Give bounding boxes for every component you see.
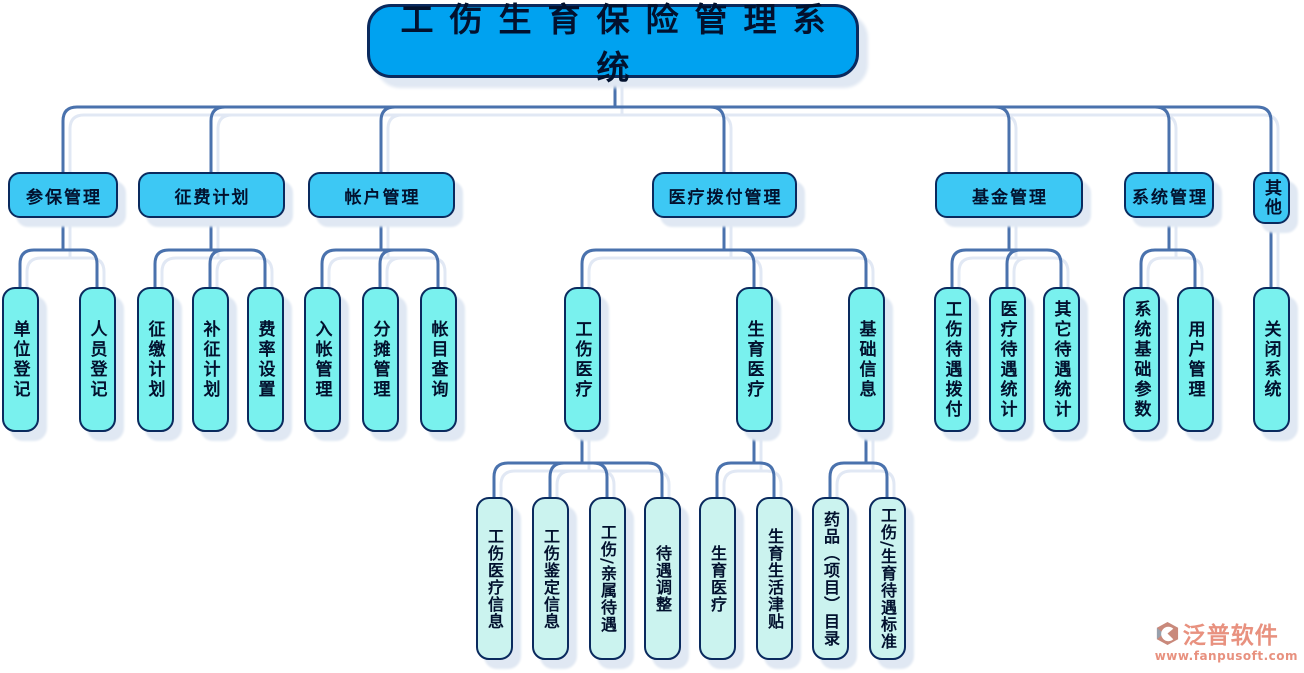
level3-node: 入帐管理 [303, 287, 341, 432]
level2-node: 医疗拨付管理 [652, 172, 797, 218]
level3-node: 人员登记 [78, 287, 116, 432]
level4-node: 生育生活津贴 [755, 497, 793, 660]
level3-node: 补征计划 [191, 287, 229, 432]
level2-node: 系统管理 [1124, 172, 1214, 218]
level3-node: 单位登记 [1, 287, 39, 432]
level2-node: 其他 [1253, 172, 1290, 224]
level3-node: 工伤待遇拨付 [933, 287, 971, 432]
level4-node: 生育医疗 [698, 497, 736, 660]
level2-node: 基金管理 [935, 172, 1083, 218]
level2-node: 帐户管理 [308, 172, 455, 218]
level4-node: 药品（项目）目录 [811, 497, 849, 660]
root-node-title: 工伤生育保险管理系统 [367, 0, 859, 87]
watermark: 泛普软件 www.fanpusoft.com [1155, 616, 1298, 663]
level3-node: 医疗待遇统计 [988, 287, 1026, 432]
level4-node: 工伤鉴定信息 [531, 497, 569, 660]
level4-node: 工伤/亲属待遇 [588, 497, 626, 660]
level2-node: 参保管理 [8, 172, 118, 218]
level3-node: 基础信息 [847, 287, 885, 432]
level3-node: 其它待遇统计 [1042, 287, 1080, 432]
level3-node: 帐目查询 [419, 287, 457, 432]
fanpu-logo-icon [1156, 621, 1178, 645]
level3-node: 分摊管理 [361, 287, 399, 432]
level3-node: 征缴计划 [136, 287, 174, 432]
watermark-url: www.fanpusoft.com [1154, 649, 1298, 663]
level3-node: 系统基础参数 [1122, 287, 1160, 432]
level3-node: 工伤医疗 [563, 287, 601, 432]
level2-node: 征费计划 [138, 172, 285, 218]
level3-node: 生育医疗 [735, 287, 773, 432]
level3-node: 费率设置 [246, 287, 284, 432]
level3-node: 用户管理 [1176, 287, 1214, 432]
level4-node: 工伤医疗信息 [475, 497, 513, 660]
level4-node: 待遇调整 [643, 497, 681, 660]
level4-node: 工伤/生育待遇标准 [868, 497, 906, 660]
level3-node: 关闭系统 [1252, 287, 1290, 432]
watermark-brand: 泛普软件 [1182, 623, 1279, 649]
